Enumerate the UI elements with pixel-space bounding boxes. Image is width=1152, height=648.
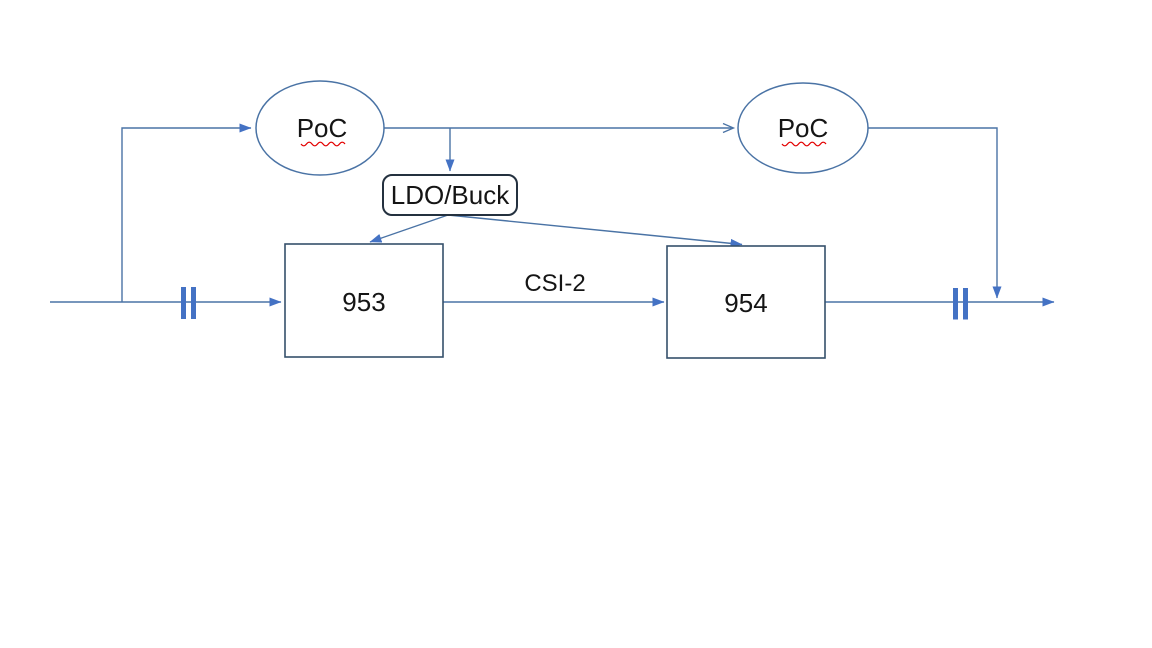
node-poc-left: [255, 80, 385, 176]
chip-953-label: 953: [342, 287, 385, 317]
poc-left-label: PoC: [297, 113, 348, 143]
poc-left-branch-line: [121, 123, 252, 302]
poc-right-return-line: [868, 127, 1002, 299]
capacitor-symbol-right: [953, 288, 968, 320]
ldo-to-954-line: [447, 214, 743, 248]
csi2-edge-label: CSI-2: [524, 270, 585, 297]
node-poc-right: [737, 82, 869, 174]
spellcheck-squiggle-left: [300, 141, 346, 147]
node-chip-954: [666, 245, 826, 359]
node-chip-953: [284, 243, 444, 358]
chip-954-label: 954: [724, 288, 767, 318]
node-ldo-buck: [382, 174, 518, 216]
poc-right-label: PoC: [778, 113, 829, 143]
ldo-to-953-line: [369, 214, 449, 243]
capacitor-symbol-left: [181, 287, 196, 319]
ldo-buck-label: LDO/Buck: [391, 180, 510, 210]
spellcheck-squiggle-right: [781, 141, 827, 147]
